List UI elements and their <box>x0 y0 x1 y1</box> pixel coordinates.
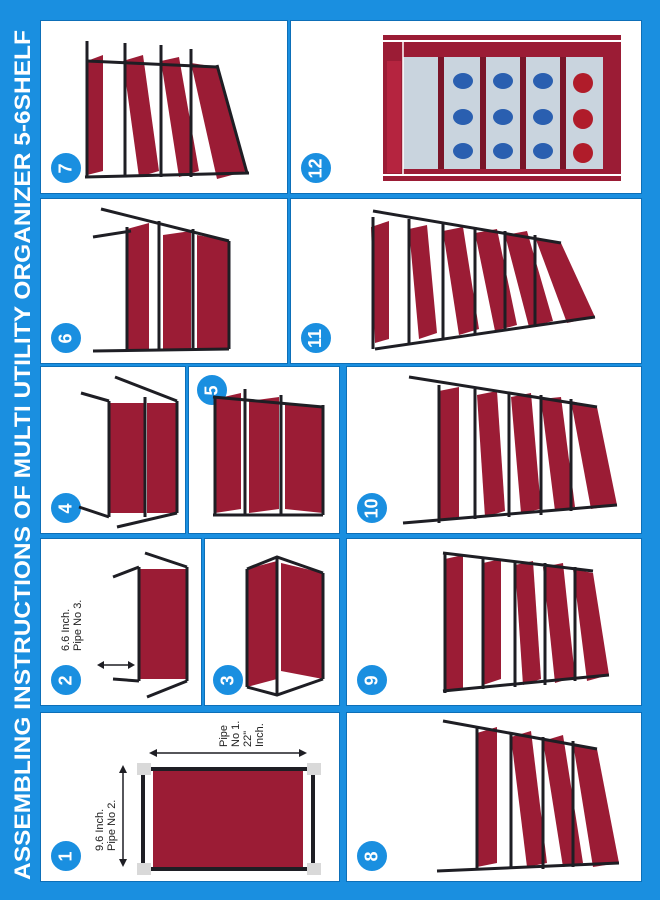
step-1-notes: Pipe No 1. 22" Inch. 9.6 Inch. Pipe No 2… <box>94 721 266 851</box>
note-text: Pipe No 3. <box>72 600 84 651</box>
step-illustration <box>402 375 618 525</box>
step-panel-5: 5 <box>188 366 340 534</box>
step-panel-10: 10 <box>346 366 642 534</box>
step-panel-1: 1 Pipe No 1. 22" Inch. <box>40 712 340 882</box>
step-panel-3: 3 <box>204 538 340 706</box>
sheet-title: ASSEMBLING INSTRUCTIONS OF MULTI UTILITY… <box>10 30 35 880</box>
step-number-badge: 5 <box>195 373 229 407</box>
step-number-badge: 7 <box>49 151 83 185</box>
step-illustration <box>245 555 325 697</box>
step-illustration <box>383 35 621 181</box>
step-illustration <box>442 551 610 693</box>
note-text: Pipe <box>218 725 230 747</box>
step-number-badge: 1 <box>49 839 83 873</box>
note-text: 22" <box>242 731 254 747</box>
step-panel-11: 11 <box>290 198 642 364</box>
step-panel-8: 8 <box>346 712 642 882</box>
step-2-notes: 6.6 Inch. Pipe No 3. <box>60 600 84 651</box>
step-panel-12: 12 <box>290 20 642 194</box>
step-illustration <box>371 209 596 351</box>
step-illustration <box>97 551 189 699</box>
step-number-badge: 2 <box>49 663 83 697</box>
step-illustration <box>436 719 620 873</box>
step-panel-6: 6 <box>40 198 288 364</box>
step-illustration <box>78 375 179 529</box>
step-illustration <box>212 389 325 517</box>
step-number-badge: 8 <box>355 839 389 873</box>
step-panel-4: 4 <box>40 366 186 534</box>
step-illustration <box>84 41 250 179</box>
step-panel-7: 7 <box>40 20 288 194</box>
note-text: Inch. <box>254 723 266 747</box>
note-text: Pipe No 2. <box>106 800 118 851</box>
step-number-badge: 6 <box>49 321 83 355</box>
step-panel-2: 2 6.6 Inch. Pipe No 3. <box>40 538 202 706</box>
note-text: No 1. <box>230 721 242 747</box>
step-panel-9: 9 <box>346 538 642 706</box>
step-number-badge: 11 <box>299 321 333 355</box>
note-text: 9.6 Inch. <box>94 809 106 851</box>
step-illustration <box>92 207 231 353</box>
step-illustration <box>119 749 321 875</box>
step-number-badge: 10 <box>355 491 389 525</box>
step-number-badge: 3 <box>211 663 245 697</box>
step-number-badge: 9 <box>355 663 389 697</box>
note-text: 6.6 Inch. <box>60 609 72 651</box>
step-number-badge: 12 <box>299 151 333 185</box>
sheet-title-strip: ASSEMBLING INSTRUCTIONS OF MULTI UTILITY… <box>0 0 40 900</box>
